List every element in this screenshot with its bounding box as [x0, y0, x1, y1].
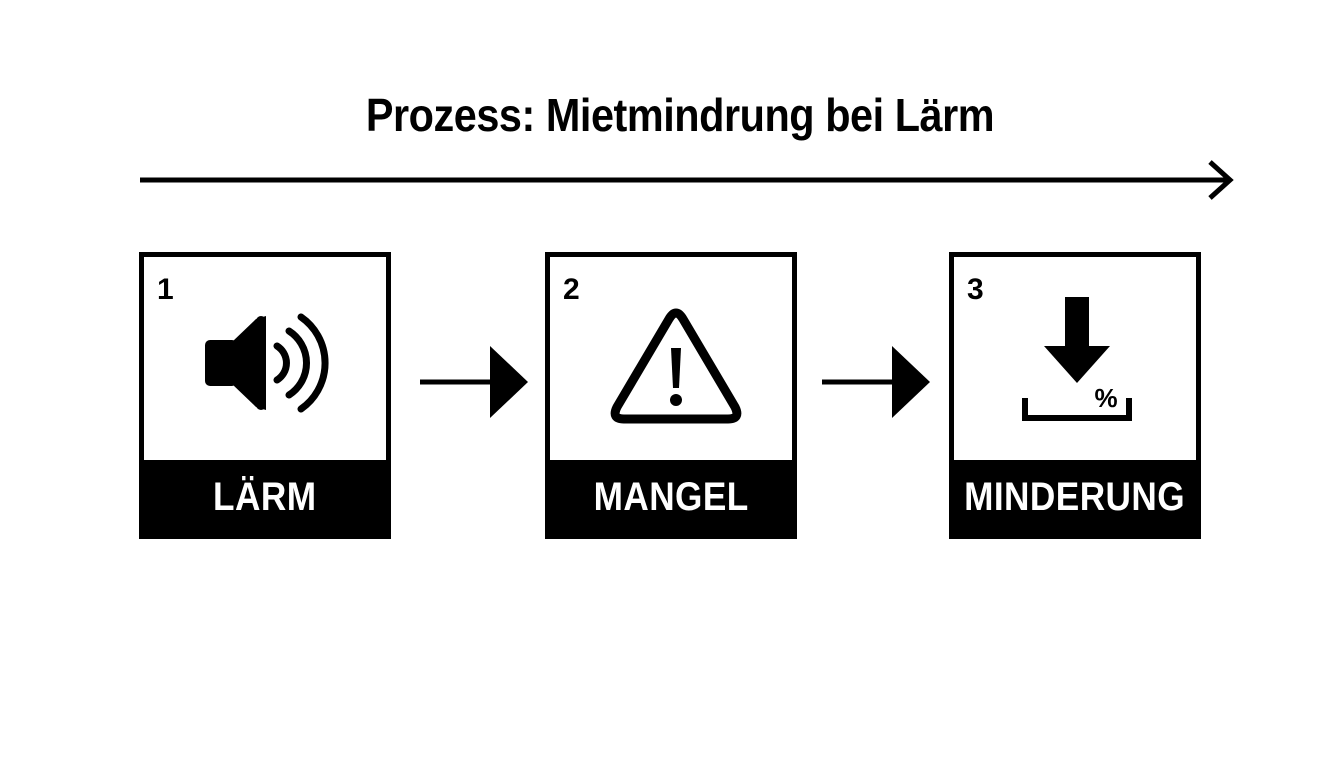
diagram-title: Prozess: Mietmindrung bei Lärm [365, 89, 995, 141]
step-label: MINDERUNG [964, 474, 1186, 519]
step-connector-arrow [822, 346, 930, 418]
step-label: MANGEL [593, 474, 749, 519]
step-number: 1 [157, 273, 174, 306]
process-step-1: 1 LÄRM [139, 252, 391, 539]
step-label-bar: MANGEL [550, 460, 792, 534]
step-label-bar: MINDERUNG [954, 460, 1196, 534]
step-connector-arrow [420, 346, 528, 418]
speaker-sound-icon [205, 313, 329, 413]
step-label-bar: LÄRM [144, 460, 386, 534]
percent-sign: % [1094, 383, 1117, 413]
step-number: 3 [967, 273, 984, 306]
process-step-3: 3 % MINDERUNG [949, 252, 1201, 539]
step-number: 2 [563, 273, 580, 306]
step-label: LÄRM [213, 474, 317, 519]
process-timeline-arrow [140, 160, 1234, 200]
warning-triangle-icon [610, 308, 742, 424]
download-percent-icon: % [1022, 297, 1132, 421]
process-step-2: 2 MANGEL [545, 252, 797, 539]
